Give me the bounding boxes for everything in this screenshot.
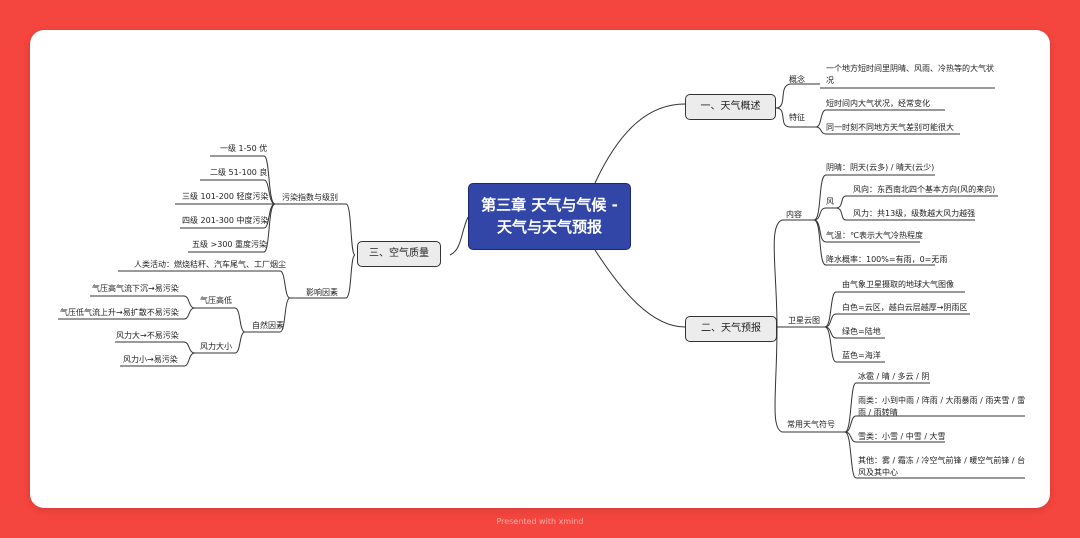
symbols-rain-1[interactable]: 雨类：小到中雨 / 阵雨 / 大雨暴雨 / 雨夹雪 / 雷 <box>858 396 1026 405</box>
content-temperature[interactable]: 气温：℃表示大气冷热程度 <box>826 231 923 240</box>
branch-forecast[interactable]: 二、天气预报 <box>685 316 777 342</box>
content-wind-label[interactable]: 风 <box>826 197 834 206</box>
branch-air-quality[interactable]: 三、空气质量 <box>357 241 441 267</box>
overview-feature-item-1[interactable]: 短时间内大气状况，经常变化 <box>826 99 930 108</box>
forecast-satellite-label[interactable]: 卫星云图 <box>788 316 820 325</box>
symbols-other-1[interactable]: 其他：雾 / 霜冻 / 冷空气前锋 / 暖空气前锋 / 台 <box>858 456 1026 465</box>
overview-concept-text-2[interactable]: 况 <box>826 76 834 85</box>
overview-feature-item-2[interactable]: 同一时刻不同地方天气差别可能很大 <box>826 123 954 132</box>
connector-root-overview <box>594 103 686 184</box>
air-factors-label[interactable]: 影响因素 <box>306 288 338 297</box>
satellite-desc[interactable]: 由气象卫星摄取的地球大气图像 <box>842 280 954 289</box>
forecast-content-label[interactable]: 内容 <box>786 210 802 219</box>
footer-credit: Presented with xmind <box>496 517 584 526</box>
overview-concept-label[interactable]: 概念 <box>789 75 805 84</box>
factor-pressure-label[interactable]: 气压高低 <box>200 296 232 305</box>
overview-concept-text-1[interactable]: 一个地方短时间里阴晴、风雨、冷热等的大气状 <box>826 64 994 73</box>
air-pollution-label[interactable]: 污染指数与级别 <box>282 193 338 202</box>
symbols-rain-2[interactable]: 雨 / 雨转晴 <box>858 408 898 417</box>
content-cloud[interactable]: 阴晴：阴天(云多) / 晴天(云少) <box>826 163 935 172</box>
central-topic[interactable]: 第三章 天气与气候 - 天气与天气预报 <box>468 183 631 250</box>
pollution-level-2[interactable]: 二级 51-100 良 <box>210 168 268 177</box>
content-rain-probability[interactable]: 降水概率：100%=有雨，0=无雨 <box>826 255 948 264</box>
connector-forecast-content <box>773 219 783 328</box>
symbols-other-2[interactable]: 风及其中心 <box>858 468 898 477</box>
factor-natural-label[interactable]: 自然因素 <box>252 321 284 330</box>
satellite-blue[interactable]: 蓝色=海洋 <box>842 351 881 360</box>
connector-overview-feature <box>775 107 791 128</box>
content-wind-direction[interactable]: 风向：东西南北四个基本方向(风的来向) <box>853 185 996 194</box>
branch-overview[interactable]: 一、天气概述 <box>685 94 776 120</box>
pollution-level-3[interactable]: 三级 101-200 轻度污染 <box>182 192 269 201</box>
connector-root-air <box>449 216 469 256</box>
central-topic-line2: 天气与天气预报 <box>496 218 602 236</box>
pressure-low[interactable]: 气压低气流上升→易扩散不易污染 <box>60 308 179 317</box>
satellite-white[interactable]: 白色=云区，越白云层越厚→阴雨区 <box>842 303 968 312</box>
content-wind-force[interactable]: 风力：共13级，级数越大风力越强 <box>853 209 976 218</box>
pollution-level-4[interactable]: 四级 201-300 中度污染 <box>182 216 269 225</box>
pollution-level-1[interactable]: 一级 1-50 优 <box>220 144 268 153</box>
forecast-symbols-label[interactable]: 常用天气符号 <box>787 420 835 429</box>
symbols-snow[interactable]: 雪类：小雪 / 中雪 / 大雪 <box>858 432 946 441</box>
factor-wind-label[interactable]: 风力大小 <box>200 342 232 351</box>
pollution-level-5[interactable]: 五级 >300 重度污染 <box>192 240 268 249</box>
pressure-high[interactable]: 气压高气流下沉→易污染 <box>92 284 179 293</box>
connector-overview-concept <box>775 83 791 109</box>
connector-air-pollution <box>345 203 356 256</box>
central-topic-line1: 第三章 天气与气候 - <box>481 196 618 214</box>
satellite-green[interactable]: 绿色=陆地 <box>842 327 881 336</box>
wind-strong[interactable]: 风力大→不易污染 <box>116 331 179 340</box>
connector-lines <box>58 83 1025 479</box>
connector-air-factors <box>345 254 356 299</box>
overview-feature-label[interactable]: 特征 <box>789 113 805 122</box>
connector-forecast-symbols <box>774 326 783 433</box>
mindmap-canvas: 第三章 天气与气候 - 天气与天气预报 一、天气概述 概念 一个地方短时间里阴晴… <box>30 30 1050 508</box>
factor-human[interactable]: 人类活动：燃烧秸秆、汽车尾气、工厂烟尘 <box>134 260 286 269</box>
wind-weak[interactable]: 风力小→易污染 <box>123 355 178 364</box>
connector-root-forecast <box>594 249 686 328</box>
symbols-basic[interactable]: 冰雹 / 晴 / 多云 / 阴 <box>858 372 930 381</box>
